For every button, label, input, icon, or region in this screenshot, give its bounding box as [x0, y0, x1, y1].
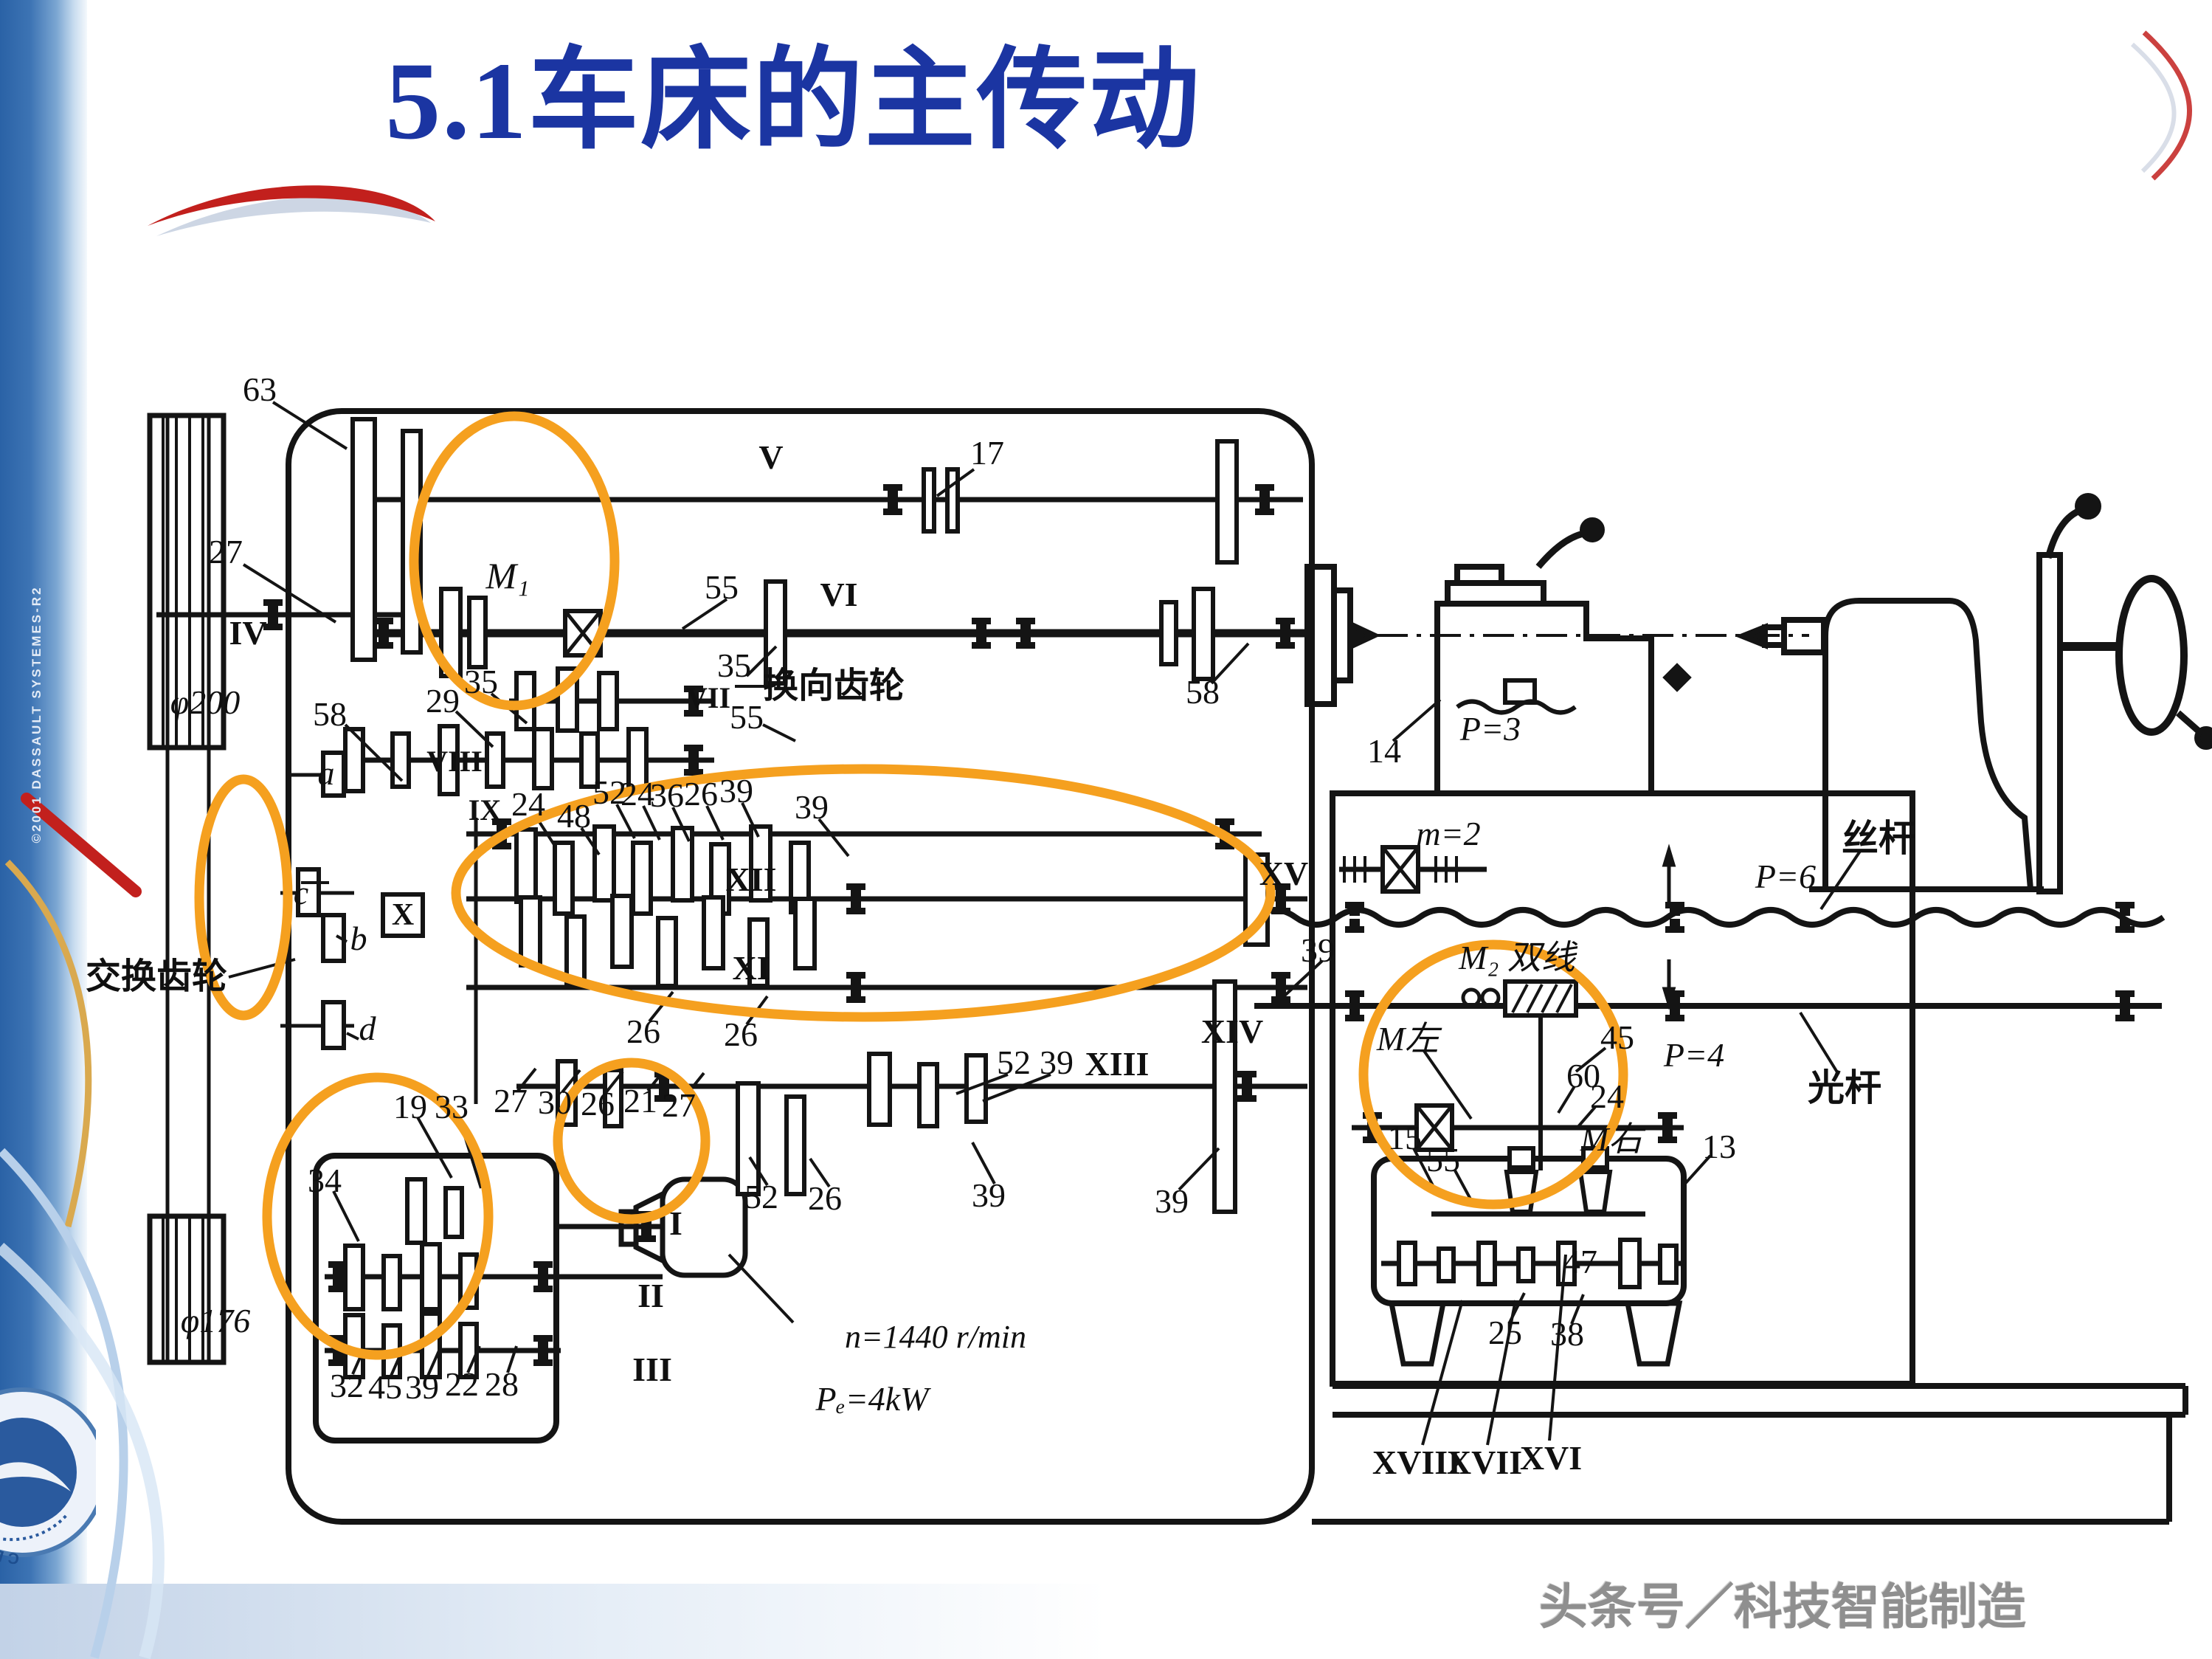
watermark: 头条号／科技智能制造	[1539, 1579, 2026, 1634]
left-blue-arc-2	[0, 1242, 165, 1659]
coupling-hatch	[1511, 984, 1573, 1013]
corner-gray-arc	[2130, 42, 2177, 173]
gears	[296, 417, 1679, 1379]
belt	[165, 415, 211, 1362]
highlight-ellipse-2	[451, 764, 1276, 1022]
motor	[660, 1176, 748, 1278]
leader-lines	[228, 401, 1862, 1446]
swoosh-echo	[156, 196, 431, 236]
shafts	[156, 415, 2166, 1362]
left-gradient-band	[0, 0, 87, 1659]
clutch-m-left	[1417, 1106, 1452, 1150]
highlight-ellipse-1	[409, 411, 620, 711]
tailstock	[1304, 493, 2212, 1367]
swoosh-red	[148, 185, 435, 226]
highlight-ellipses	[194, 411, 1628, 1360]
worm-gear	[1383, 847, 1418, 891]
pulley-200	[147, 413, 227, 751]
lead-screw	[1252, 907, 2166, 928]
casings	[286, 408, 2188, 1525]
highlight-ellipse-4	[262, 1072, 494, 1360]
left-gold-arc	[4, 859, 92, 1228]
bottom-gradient-strip	[0, 1584, 1107, 1659]
left-red-streak	[21, 793, 142, 897]
highlight-ellipse-5	[553, 1058, 711, 1224]
central-logo: CENTRAL	[0, 1369, 96, 1580]
pulley-176	[147, 1213, 227, 1365]
page-title: 5.1车床的主传动	[385, 40, 1201, 162]
highlight-ellipse-3	[194, 774, 293, 1021]
worm-teeth	[1343, 856, 1458, 883]
carriage	[1434, 517, 1692, 793]
pulleys-motor	[147, 413, 748, 1365]
highlight-ellipse-6	[1358, 939, 1628, 1210]
lathe-bed	[1312, 1383, 2188, 1525]
corner-red-arc	[2142, 30, 2192, 181]
